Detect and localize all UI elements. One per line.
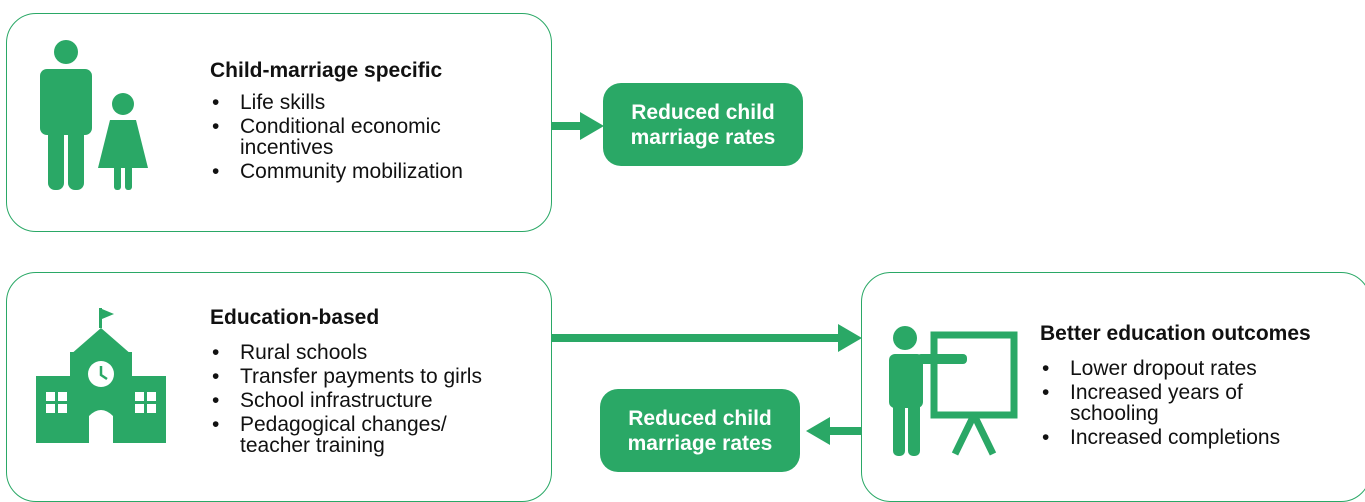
list-item: School infrastructure [210,390,540,411]
panel-heading: Better education outcomes [1040,322,1311,345]
panel-heading: Education-based [210,306,380,329]
outcome-pill-reduced-child-marriage: Reduced child marriage rates [600,389,800,472]
list-item: Lower dropout rates [1040,358,1340,379]
adult-and-child-icon [40,40,148,190]
list-item: Rural schools [210,342,540,363]
list-item: Transfer payments to girls [210,366,540,387]
right-arrow-icon [552,324,862,352]
intervention-list: Rural schools Transfer payments to girls… [210,342,540,459]
list-item: Increased completions [1040,427,1340,448]
list-item: Community mobilization [210,161,530,182]
outcome-pill-reduced-child-marriage: Reduced child marriage rates [603,83,803,166]
list-item: Conditional economic incentives [210,116,530,158]
list-item: Increased years of schooling [1040,382,1300,424]
left-arrow-icon [806,417,862,445]
list-item: Pedagogical changes/ teacher training [210,414,490,456]
list-item: Life skills [210,92,530,113]
panel-heading: Child-marriage specific [210,59,443,82]
intervention-list: Life skills Conditional economic incenti… [210,92,530,185]
teacher-at-board-icon [889,326,1018,456]
right-arrow-icon [552,112,604,140]
outcome-list: Lower dropout rates Increased years of s… [1040,358,1340,451]
school-building-icon [36,308,166,443]
